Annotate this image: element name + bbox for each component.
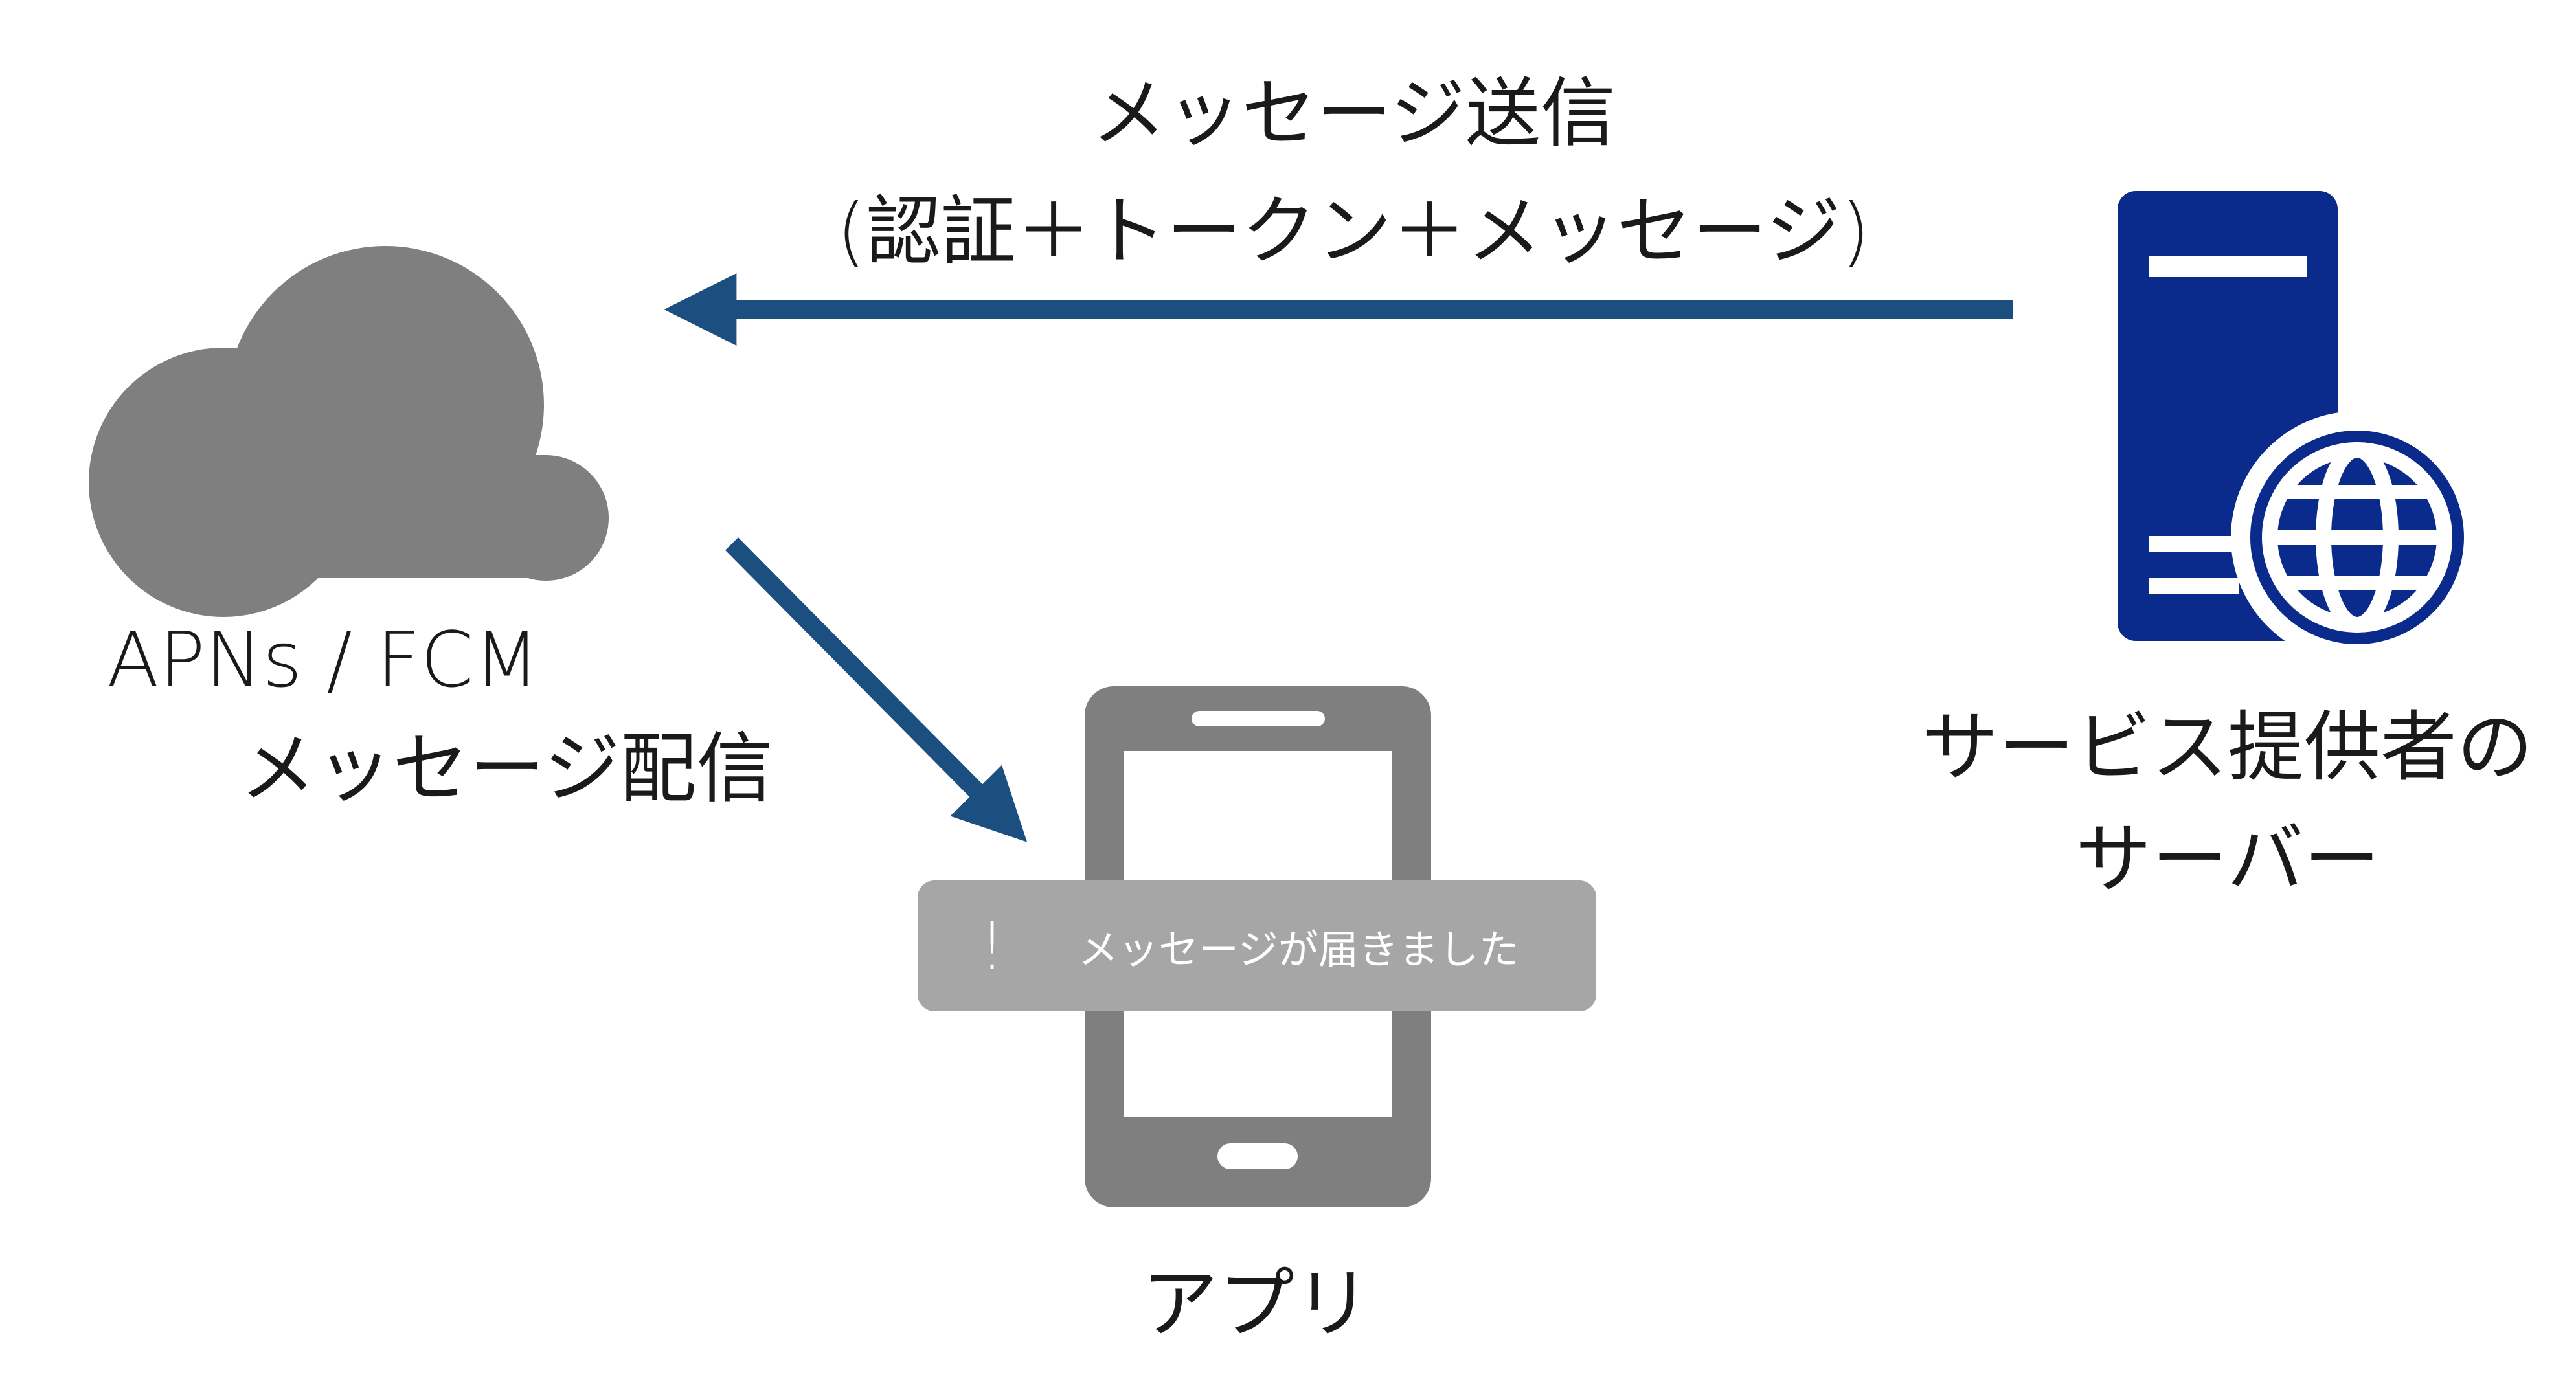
- cloud-icon: [89, 246, 609, 617]
- phone-speaker: [1192, 711, 1325, 726]
- send-label-title: メッセージ送信: [1091, 70, 1616, 157]
- notification-text: メッセージが届きました: [1078, 926, 1519, 973]
- deliver-arrow: [725, 537, 1028, 842]
- cloud-label-role: メッセージ配信: [240, 724, 773, 813]
- phone-home-button: [1217, 1143, 1298, 1169]
- send-label-detail: (認証＋トークン＋メッセージ): [836, 188, 1871, 275]
- app-label: アプリ: [1141, 1259, 1371, 1349]
- server-label-line1: サービス提供者の: [1921, 702, 2533, 792]
- server-slot-top: [2149, 256, 2307, 277]
- notification-banner: [918, 880, 1596, 1011]
- server-globe-icon: [2118, 191, 2483, 664]
- globe-icon: [2231, 411, 2483, 664]
- server-slot-mid: [2149, 536, 2239, 552]
- notification-alert-icon: !: [979, 908, 1006, 984]
- server-slot-low: [2149, 578, 2239, 594]
- server-label-line2: サーバー: [2075, 814, 2380, 904]
- cloud-label-service: APNs / FCM: [107, 615, 540, 704]
